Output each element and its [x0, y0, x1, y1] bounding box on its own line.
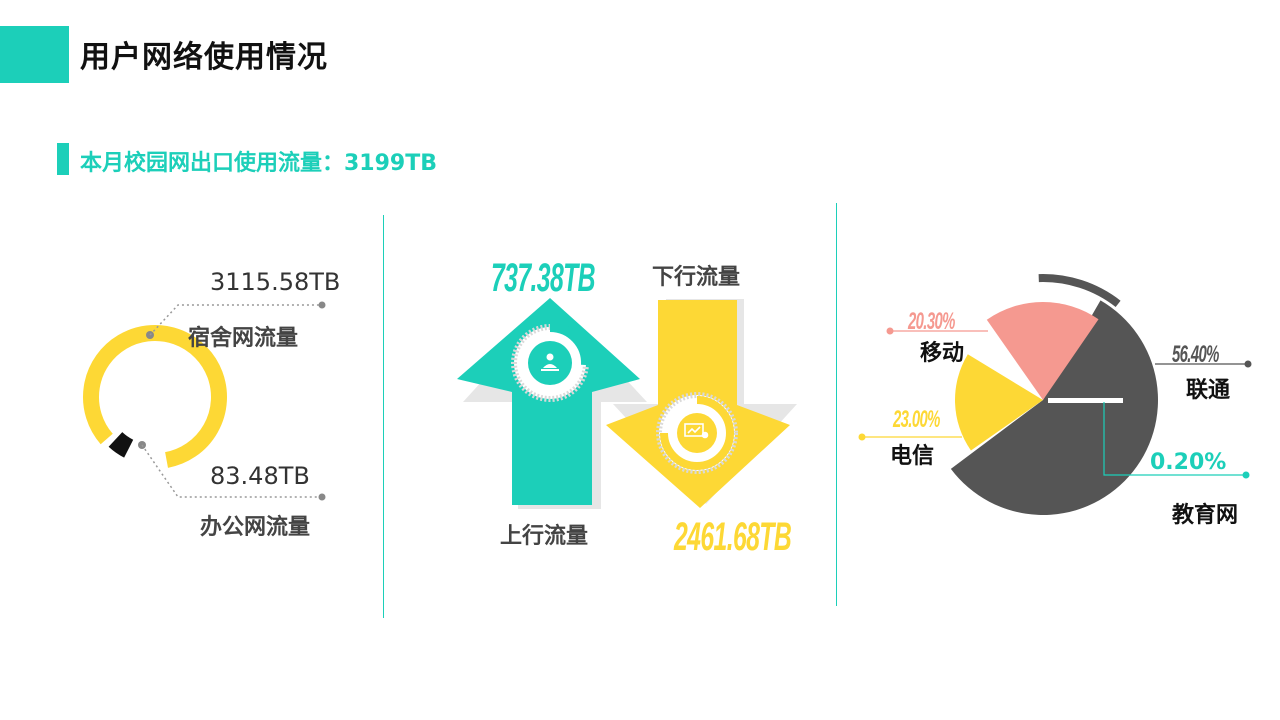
leader-line-office	[141, 444, 322, 498]
pie-outer-arc-unicom	[1038, 274, 1121, 308]
upload-value: 737.38TB	[491, 256, 596, 300]
leader-end-dorm	[318, 301, 326, 309]
telecom-label: 电信	[890, 444, 935, 469]
divider-right	[836, 203, 837, 606]
divider-left	[383, 215, 384, 618]
carrier-pie-chart	[858, 274, 1252, 516]
page-title: 用户网络使用情况	[80, 40, 328, 75]
ring-segment-dorm	[83, 325, 227, 468]
leader-dot-telecom	[858, 433, 866, 441]
ring-chart	[83, 301, 326, 501]
pie-edu-gap	[1048, 398, 1123, 403]
mobile-percent: 20.30%	[908, 308, 955, 335]
leader-line-dorm	[149, 304, 322, 336]
pie-slice-unicom	[950, 300, 1159, 516]
leader-dot-mobile	[886, 327, 894, 335]
office-traffic-label: 办公网流量	[200, 515, 311, 540]
subtitle-accent-bar	[57, 143, 69, 175]
pie-slice-mobile	[986, 302, 1099, 400]
arrow-chart	[457, 298, 797, 509]
download-progress-arc	[660, 396, 734, 470]
unicom-label: 联通	[1186, 378, 1231, 403]
telecom-percent: 23.00%	[893, 406, 940, 433]
traffic-summary-title: 本月校园网出口使用流量：3199TB	[80, 151, 438, 176]
download-icon-badge	[677, 413, 717, 453]
download-value: 2461.68TB	[674, 515, 792, 559]
edu-percent: 0.20%	[1150, 450, 1227, 475]
upload-progress-arc	[549, 321, 592, 366]
office-traffic-value: 83.48TB	[210, 462, 310, 490]
upload-label: 上行流量	[500, 524, 589, 549]
dorm-traffic-label: 宿舍网流量	[188, 326, 299, 351]
download-label: 下行流量	[652, 265, 741, 290]
mobile-label: 移动	[920, 341, 965, 366]
leader-dot-edu	[1242, 471, 1250, 479]
leader-end-office	[318, 493, 326, 501]
title-accent-block	[0, 26, 69, 83]
user-desk-icon	[541, 353, 559, 371]
dorm-traffic-value: 3115.58TB	[210, 268, 341, 296]
pie-slice-telecom	[955, 354, 1043, 451]
unicom-percent: 56.40%	[1172, 341, 1219, 368]
leader-dot-unicom	[1244, 360, 1252, 368]
leader-line-edu	[1103, 402, 1246, 476]
edu-label: 教育网	[1172, 503, 1239, 528]
presentation-icon	[684, 423, 709, 439]
ring-segment-office	[108, 431, 134, 458]
upload-icon-badge	[528, 341, 572, 385]
